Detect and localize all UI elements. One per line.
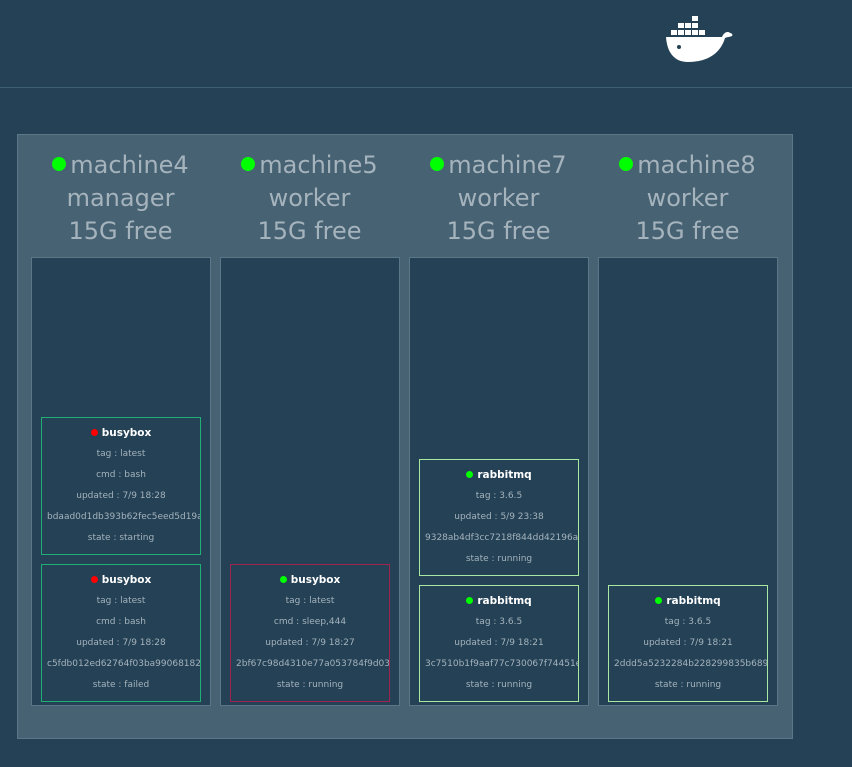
task-status-icon	[279, 576, 287, 583]
task-container-id: 2ddd5a5232284b228299835b6899ba	[614, 659, 767, 669]
online-status-icon	[52, 157, 67, 171]
task-cmd: cmd : bash	[96, 470, 146, 480]
task-status-icon	[90, 576, 98, 583]
task-card[interactable]: rabbitmq tag : 3.6.5 updated : 7/9 18:21…	[608, 585, 768, 702]
task-tag: tag : latest	[96, 449, 146, 459]
node-name: machine7	[448, 151, 567, 179]
node-column-machine5: busybox tag : latest cmd : sleep,444 upd…	[220, 257, 400, 706]
node-free-memory: 15G free	[446, 217, 551, 245]
task-state: state : running	[276, 680, 344, 690]
task-status-icon	[466, 471, 474, 478]
task-updated: updated : 5/9 23:38	[454, 512, 544, 522]
node-free-memory: 15G free	[68, 217, 173, 245]
node-name: machine8	[637, 151, 756, 179]
node-role: manager	[66, 184, 175, 212]
node-header: machine7 worker 15G free	[404, 149, 593, 248]
node-free-memory: 15G free	[257, 217, 362, 245]
task-card[interactable]: busybox tag : latest cmd : bash updated …	[41, 417, 201, 555]
task-tag: tag : latest	[96, 596, 146, 606]
task-name: rabbitmq	[666, 595, 721, 607]
task-cmd: cmd : sleep,444	[273, 617, 347, 627]
task-name: busybox	[290, 574, 341, 586]
task-tag: tag : 3.6.5	[475, 617, 523, 627]
task-container-id: bdaad0d1db393b62fec5eed5d19a66	[47, 512, 200, 522]
task-tag: tag : 3.6.5	[475, 491, 523, 501]
node-role: worker	[457, 184, 540, 212]
node-name: machine4	[70, 151, 189, 179]
task-status-icon	[90, 429, 98, 436]
docker-whale-icon	[666, 16, 733, 62]
task-status-icon	[466, 597, 474, 604]
online-status-icon	[619, 157, 634, 171]
node-header: machine5 worker 15G free	[215, 149, 404, 248]
task-state: state : running	[465, 554, 533, 564]
task-container-id: 9328ab4df3cc7218f844dd42196aab7	[425, 533, 578, 543]
task-state: state : running	[654, 680, 722, 690]
node-header: machine8 worker 15G free	[593, 149, 782, 248]
node-header: machine4 manager 15G free	[26, 149, 215, 248]
task-updated: updated : 7/9 18:28	[76, 638, 166, 648]
task-name: busybox	[101, 574, 152, 586]
online-status-icon	[430, 157, 445, 171]
task-container-id: 3c7510b1f9aaf77c730067f74451e05	[425, 659, 578, 669]
task-updated: updated : 7/9 18:28	[76, 491, 166, 501]
task-name: rabbitmq	[477, 469, 532, 481]
task-tag: tag : 3.6.5	[664, 617, 712, 627]
node-role: worker	[646, 184, 729, 212]
task-name: busybox	[101, 427, 152, 439]
task-card[interactable]: busybox tag : latest cmd : sleep,444 upd…	[230, 564, 390, 702]
task-card[interactable]: rabbitmq tag : 3.6.5 updated : 5/9 23:38…	[419, 459, 579, 576]
task-cmd: cmd : bash	[96, 617, 146, 627]
task-card[interactable]: rabbitmq tag : 3.6.5 updated : 7/9 18:21…	[419, 585, 579, 702]
task-state: state : starting	[87, 533, 155, 543]
task-container-id: c5fdb012ed62764f03ba99068182430	[47, 659, 200, 669]
swarm-board: machine4 manager 15G free busybox tag : …	[17, 134, 793, 739]
online-status-icon	[241, 157, 256, 171]
task-state: state : failed	[92, 680, 150, 690]
task-tag: tag : latest	[285, 596, 335, 606]
task-container-id: 2bf67c98d4310e77a053784f9d03a04	[236, 659, 389, 669]
task-status-icon	[655, 597, 663, 604]
task-name: rabbitmq	[477, 595, 532, 607]
node-free-memory: 15G free	[635, 217, 740, 245]
task-card[interactable]: busybox tag : latest cmd : bash updated …	[41, 564, 201, 702]
node-column-machine8: rabbitmq tag : 3.6.5 updated : 7/9 18:21…	[598, 257, 778, 706]
task-updated: updated : 7/9 18:21	[643, 638, 733, 648]
node-column-machine7: rabbitmq tag : 3.6.5 updated : 5/9 23:38…	[409, 257, 589, 706]
task-updated: updated : 7/9 18:27	[265, 638, 355, 648]
node-column-machine4: busybox tag : latest cmd : bash updated …	[31, 257, 211, 706]
task-state: state : running	[465, 680, 533, 690]
task-updated: updated : 7/9 18:21	[454, 638, 544, 648]
node-name: machine5	[259, 151, 378, 179]
top-bar	[0, 0, 852, 88]
node-role: worker	[268, 184, 351, 212]
